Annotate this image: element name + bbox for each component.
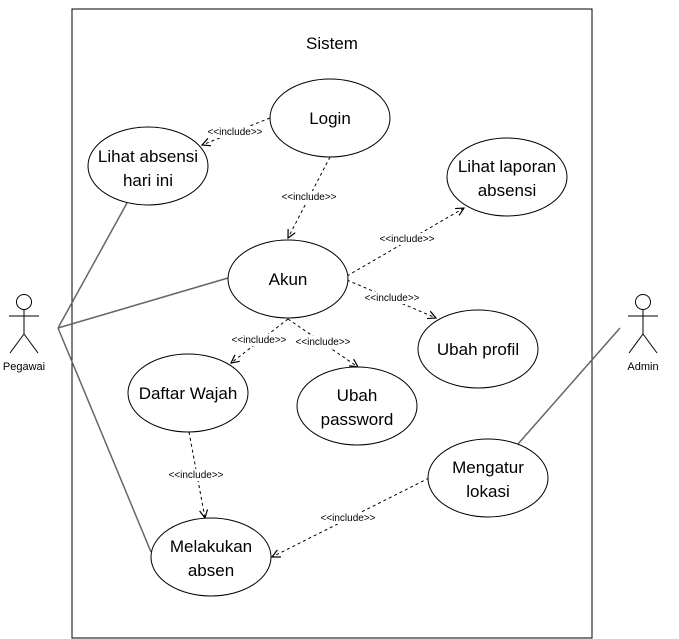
- use-case-login[interactable]: Login: [269, 78, 391, 158]
- svg-text:<<include>>: <<include>>: [207, 127, 262, 138]
- include-label-ubah-password: <<include>>: [295, 337, 350, 348]
- include-login-akun: <<include>>: [277, 156, 341, 238]
- svg-text:absen: absen: [188, 561, 234, 580]
- svg-text:lokasi: lokasi: [466, 482, 509, 501]
- svg-text:Mengatur: Mengatur: [452, 458, 524, 477]
- svg-text:password: password: [321, 410, 394, 429]
- include-label-daftar-wajah: <<include>>: [231, 335, 286, 346]
- assoc-pegawai-lihat-absensi: [57, 202, 128, 329]
- use-case-ubah-profil[interactable]: Ubah profil: [417, 309, 539, 389]
- svg-text:Daftar Wajah: Daftar Wajah: [139, 384, 238, 403]
- svg-text:<<include>>: <<include>>: [320, 513, 375, 524]
- assoc-pegawai-melakukan-absen: [57, 327, 152, 553]
- include-akun-lihat-laporan: <<include>>: [346, 208, 464, 277]
- svg-text:<<include>>: <<include>>: [379, 234, 434, 245]
- actor-pegawai[interactable]: Pegawai: [3, 294, 45, 374]
- assoc-pegawai-akun: [57, 277, 229, 329]
- svg-text:Lihat laporan: Lihat laporan: [458, 157, 556, 176]
- svg-text:Login: Login: [309, 109, 351, 128]
- svg-text:<<include>>: <<include>>: [168, 470, 223, 481]
- svg-text:Lihat absensi: Lihat absensi: [98, 147, 198, 166]
- svg-text:<<include>>: <<include>>: [281, 192, 336, 203]
- use-case-ubah-password[interactable]: Ubah password: [296, 366, 418, 446]
- system-title: Sistem: [306, 34, 358, 53]
- use-case-daftar-wajah[interactable]: Daftar Wajah: [127, 353, 249, 433]
- use-case-mengatur-lokasi[interactable]: Mengatur lokasi: [427, 438, 549, 518]
- include-akun-ubah-profil: <<include>>: [346, 279, 436, 318]
- use-case-akun[interactable]: Akun: [227, 239, 349, 319]
- include-login-lihat-absensi: <<include>>: [202, 117, 271, 145]
- svg-text:Akun: Akun: [269, 270, 308, 289]
- include-daftar-wajah-melakukan-absen: <<include>>: [164, 431, 228, 518]
- include-mengatur-lokasi-melakukan-absen: <<include>>: [272, 477, 430, 557]
- assoc-admin-mengatur-lokasi: [517, 327, 621, 445]
- use-case-lihat-absensi-hari-ini[interactable]: Lihat absensi hari ini: [87, 126, 209, 206]
- svg-text:Ubah: Ubah: [337, 386, 378, 405]
- use-case-melakukan-absen[interactable]: Melakukan absen: [150, 517, 272, 597]
- svg-text:Melakukan: Melakukan: [170, 537, 252, 556]
- actor-admin-label: Admin: [627, 361, 658, 373]
- actor-admin[interactable]: Admin: [627, 294, 659, 374]
- svg-text:hari ini: hari ini: [123, 171, 173, 190]
- svg-text:absensi: absensi: [478, 181, 537, 200]
- svg-text:Ubah profil: Ubah profil: [437, 340, 519, 359]
- use-case-lihat-laporan-absensi[interactable]: Lihat laporan absensi: [446, 137, 568, 217]
- actor-pegawai-label: Pegawai: [3, 361, 45, 373]
- svg-text:<<include>>: <<include>>: [364, 293, 419, 304]
